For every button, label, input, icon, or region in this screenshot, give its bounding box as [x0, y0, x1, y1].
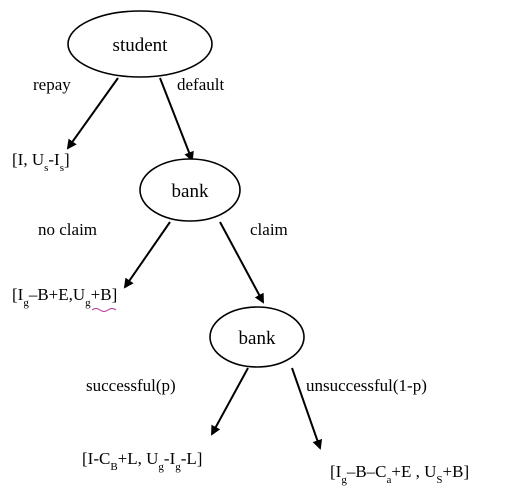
edge-unsuccessful-arrow	[291, 367, 323, 450]
payoff-no-claim: [Ig–B+E,Ug+B]	[12, 285, 117, 309]
payoff-unsuccessful: [Ig–B–Ca+E , US+B]	[330, 462, 469, 486]
node-bank-1: bank	[139, 158, 241, 222]
node-student-label: student	[113, 35, 169, 56]
node-bank-2-label: bank	[239, 328, 276, 349]
edge-label-no-claim: no claim	[38, 220, 97, 239]
edge-label-default: default	[177, 75, 224, 94]
edge-repay-arrow	[66, 77, 119, 150]
edge-no-claim-arrow	[123, 221, 171, 289]
edge-default-arrow	[159, 77, 194, 162]
edge-label-claim: claim	[250, 220, 288, 239]
payoff-successful: [I-CB+L, Ug-Ig-L]	[82, 449, 202, 473]
payoff-repay: [I, Us-Is]	[12, 150, 70, 174]
payoff-no-claim-underline	[91, 308, 117, 312]
node-bank-1-label: bank	[172, 181, 209, 202]
edge-claim-arrow	[219, 221, 264, 304]
node-bank-2: bank	[209, 306, 305, 368]
edge-successful-arrow	[211, 367, 249, 436]
node-student: student	[67, 10, 213, 78]
edge-label-successful: successful(p)	[86, 376, 176, 395]
edge-label-repay: repay	[33, 75, 71, 94]
edge-label-unsuccessful: unsuccessful(1-p)	[306, 376, 427, 395]
